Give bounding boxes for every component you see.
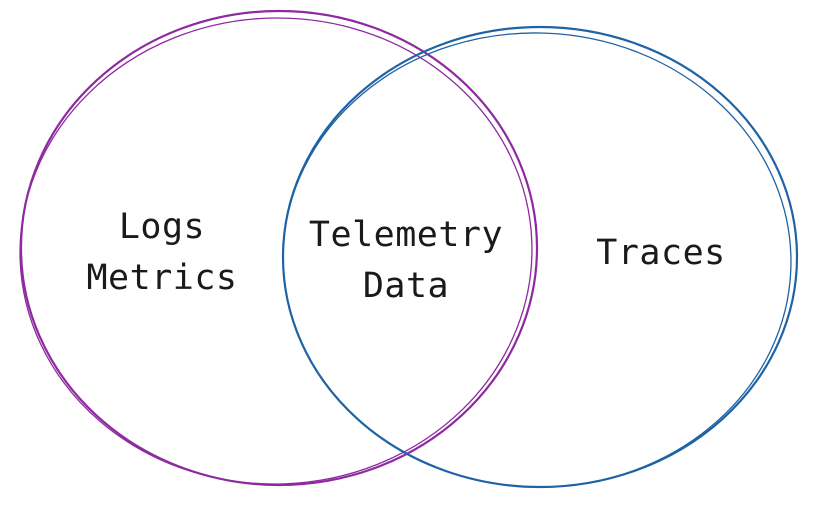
left-set-label-metrics: Metrics	[86, 258, 237, 298]
left-circle-stroke-2	[19, 17, 533, 485]
left-circle-stroke-1	[19, 9, 539, 487]
right-circle	[281, 25, 799, 489]
right-set-label-traces: Traces	[596, 233, 725, 273]
left-circle	[19, 9, 539, 487]
left-set-label-logs: Logs	[119, 207, 205, 247]
right-circle-stroke-2	[282, 32, 792, 488]
intersection-label-data: Data	[363, 266, 449, 306]
intersection-label-telemetry: Telemetry	[309, 215, 503, 255]
